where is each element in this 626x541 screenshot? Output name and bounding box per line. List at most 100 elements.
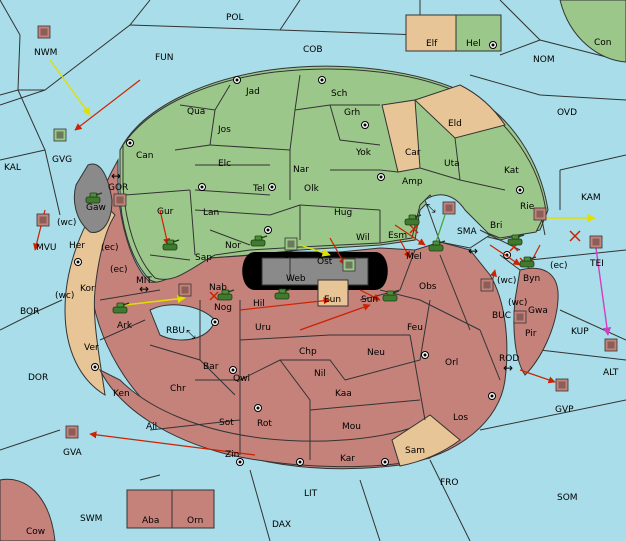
- province-labels: Jad Sch Qua Jos Grh Eld Can Car Yok Elc …: [26, 38, 612, 537]
- yellow-orders: [49, 59, 596, 306]
- supply-centers: [74, 41, 524, 466]
- province-bar: Bar: [203, 362, 219, 372]
- province-nar: Nar: [293, 165, 309, 175]
- sea-sma: SMA: [457, 227, 477, 237]
- province-byn: Byn: [523, 274, 540, 284]
- province-orl: Orl: [445, 358, 458, 368]
- sea-gor: GOR: [108, 183, 128, 193]
- sea-fro: FRO: [440, 478, 459, 488]
- sea-rod: ROD: [499, 354, 519, 364]
- sea-rbu: RBU: [166, 326, 185, 336]
- province-sam: Sam: [405, 446, 425, 456]
- sea-cob: COB: [303, 45, 323, 55]
- double-arrow-sma-east: ↔: [468, 244, 478, 258]
- province-elc: Elc: [218, 159, 231, 169]
- province-nab: Nab: [209, 283, 227, 293]
- province-orn: Orn: [187, 516, 203, 526]
- province-rot: Rot: [257, 419, 272, 429]
- province-los: Los: [453, 413, 468, 423]
- province-qwi: Qwi: [233, 374, 250, 384]
- province-uru: Uru: [255, 323, 271, 333]
- province-ken: Ken: [113, 389, 130, 399]
- province-chp: Chp: [299, 347, 317, 357]
- sea-dax: DAX: [272, 520, 291, 530]
- province-uta: Uta: [444, 159, 460, 169]
- province-rie: Rie: [520, 202, 535, 212]
- province-elf-shape[interactable]: [405, 14, 457, 52]
- sea-kal: KAL: [4, 163, 21, 173]
- sea-swm: SWM: [80, 514, 102, 524]
- sea-dor: DOR: [28, 373, 48, 383]
- province-esm: Esm: [388, 231, 407, 241]
- coast-tag-kor-ec: (ec): [110, 265, 128, 275]
- province-ost: Ost: [317, 257, 333, 267]
- coast-tag-byn-wc: (wc): [497, 276, 516, 286]
- sea-sma-shape: [424, 194, 491, 249]
- coast-tag-her-ec: (ec): [101, 243, 119, 253]
- sea-fun: FUN: [155, 53, 174, 63]
- province-gwa: Gwa: [528, 306, 548, 316]
- province-lan: Lan: [203, 208, 219, 218]
- sea-alt: ALT: [603, 368, 619, 378]
- province-sun: Sun: [361, 295, 378, 305]
- province-jad: Jad: [245, 87, 260, 97]
- province-olk: Olk: [304, 184, 320, 194]
- province-eld-shape[interactable]: [414, 84, 506, 139]
- province-ail: Ail: [146, 422, 157, 432]
- province-con: Con: [594, 38, 612, 48]
- province-zin: Zin: [225, 450, 239, 460]
- double-arrow-gor: ↔: [111, 169, 121, 183]
- province-sam-shape[interactable]: [391, 414, 461, 467]
- province-sap: Sap: [195, 253, 212, 263]
- province-amp: Amp: [402, 177, 423, 187]
- coast-tag-gwa-wc: (wc): [508, 298, 527, 308]
- province-car: Car: [405, 148, 421, 158]
- province-orn-shape[interactable]: [171, 489, 215, 529]
- province-mel: Mel: [406, 252, 422, 262]
- province-sch: Sch: [331, 89, 347, 99]
- province-elf: Elf: [426, 39, 438, 49]
- sea-mvu: MVU: [36, 243, 57, 253]
- sea-labels: POL NWM FUN COB NOM OVD KAL GOR GVG MVU …: [4, 13, 619, 530]
- province-hel: Hel: [466, 39, 481, 49]
- green-order: [434, 214, 446, 246]
- province-eun: Eun: [324, 295, 341, 305]
- province-her: Her: [69, 241, 85, 251]
- province-kaa: Kaa: [335, 389, 352, 399]
- sea-pol: POL: [226, 13, 244, 23]
- province-borders: [99, 74, 546, 460]
- sea-kam: KAM: [581, 193, 601, 203]
- province-aba-shape[interactable]: [126, 489, 173, 529]
- province-jos: Jos: [217, 125, 231, 135]
- province-pir: Pir: [525, 329, 537, 339]
- sea-gva: GVA: [63, 448, 83, 458]
- province-chr: Chr: [170, 384, 186, 394]
- sea-som: SOM: [557, 493, 578, 503]
- province-nor: Nor: [225, 241, 241, 251]
- province-hug: Hug: [334, 208, 352, 218]
- province-hil: Hil: [253, 299, 265, 309]
- sea-nwm: NWM: [34, 48, 57, 58]
- double-arrow-sma: ⤡: [426, 201, 436, 215]
- province-web: Web: [286, 274, 306, 284]
- province-feu: Feu: [407, 323, 423, 333]
- double-arrow-mit: ↔: [139, 282, 149, 296]
- province-yok: Yok: [355, 148, 372, 158]
- eastern-peninsula: [513, 267, 559, 376]
- red-orders: [33, 79, 556, 456]
- connection-glyphs: ↔ ↔ ⤡ ⤡ ↔ ↔: [111, 169, 513, 375]
- western-arc: [64, 199, 116, 396]
- province-kar: Kar: [340, 454, 355, 464]
- province-can: Can: [136, 151, 154, 161]
- province-eun-shape[interactable]: [317, 279, 349, 307]
- sea-tei: TEI: [589, 259, 604, 269]
- province-eld: Eld: [448, 119, 462, 129]
- sea-mit: MIT: [136, 276, 152, 286]
- province-kor: Kor: [80, 284, 95, 294]
- coast-labels: (wc) (ec) (ec) (wc) (wc) (ec) (wc): [55, 218, 568, 308]
- province-aba: Aba: [142, 516, 159, 526]
- southern-band: [98, 368, 431, 468]
- province-gur: Gur: [157, 207, 174, 217]
